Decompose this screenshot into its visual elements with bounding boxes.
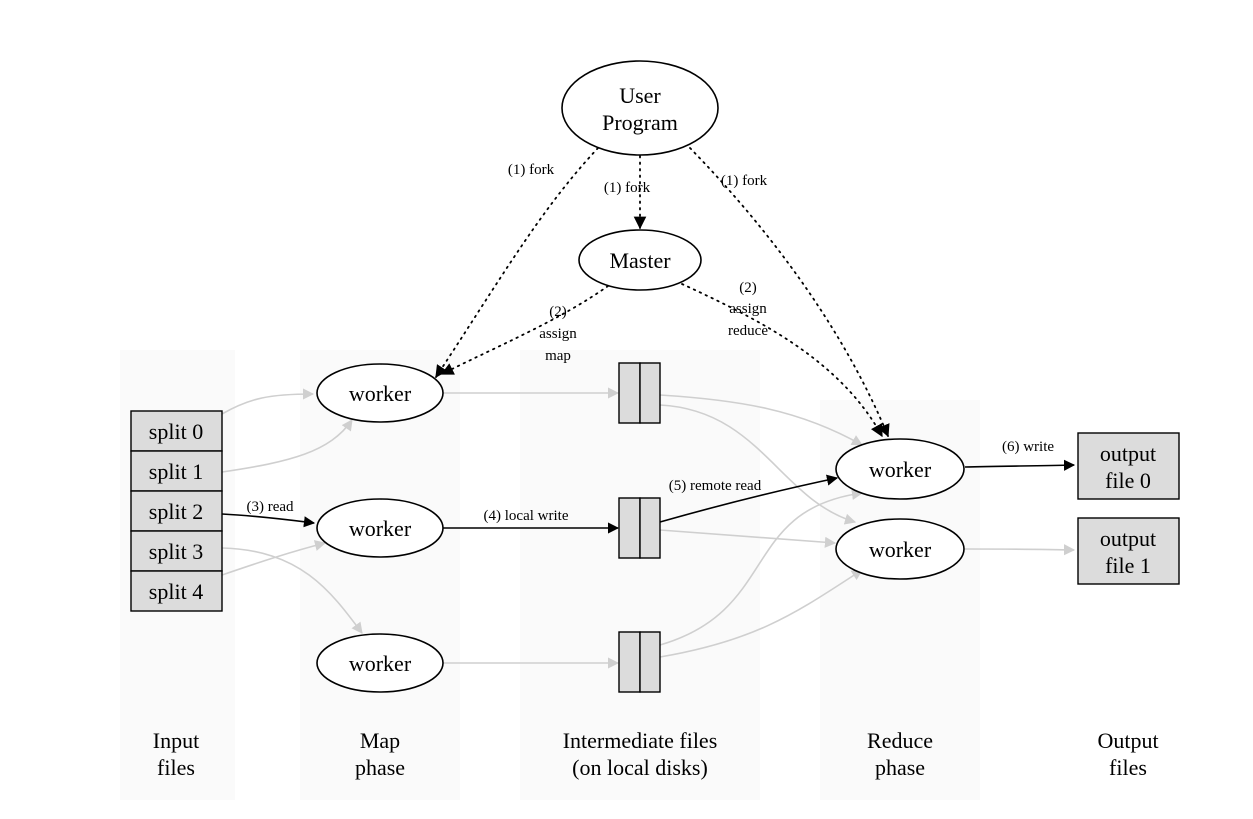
reduce-worker-0-label: worker xyxy=(869,457,932,482)
user-program-label-line2: Program xyxy=(602,110,678,135)
fork-label-right: (1) fork xyxy=(721,173,768,189)
split-2-label: split 2 xyxy=(149,499,203,524)
edge-master-assign-reduce xyxy=(681,283,883,438)
split-4-box xyxy=(130,570,223,612)
reduce-worker-1: worker xyxy=(835,518,965,580)
map-worker-2-label: worker xyxy=(349,651,412,676)
user-program-label-line1: User xyxy=(619,83,661,108)
edge-split2-read xyxy=(221,513,316,528)
master-label: Master xyxy=(609,248,671,273)
svg-text:files: files xyxy=(157,755,195,780)
write-label: (6) write xyxy=(1002,439,1054,455)
edge-remote-read xyxy=(659,474,839,523)
split-0-box xyxy=(130,410,223,452)
svg-text:map: map xyxy=(545,348,571,364)
intermediate-phase-background xyxy=(520,350,760,800)
edge-write-output-0 xyxy=(964,459,1076,471)
svg-text:Reduce: Reduce xyxy=(867,728,933,753)
fork-label-left: (1) fork xyxy=(508,162,555,178)
edge-user-program-fork-to-map-worker xyxy=(435,147,599,379)
intermediate-file-1 xyxy=(618,497,661,559)
input-splits: split 0 split 1 split 2 split 3 split 4 xyxy=(130,410,223,612)
svg-text:phase: phase xyxy=(875,755,925,780)
edge-split1-to-worker-a xyxy=(221,419,353,473)
svg-text:assign: assign xyxy=(729,301,767,317)
split-1-label: split 1 xyxy=(149,459,203,484)
edge-file-b-to-reduce-worker-1 xyxy=(659,529,837,548)
edge-split3-to-worker-c xyxy=(221,547,363,634)
map-worker-1: worker xyxy=(316,498,444,558)
edge-file-c-to-reduce-worker-0 xyxy=(659,488,864,646)
map-worker-2: worker xyxy=(316,633,444,693)
edge-file-a-to-reduce-worker-0 xyxy=(659,394,863,446)
map-phase-background xyxy=(300,350,460,800)
intermediate-file-0 xyxy=(618,362,661,424)
svg-text:(2): (2) xyxy=(549,304,567,320)
split-0-label: split 0 xyxy=(149,419,203,444)
edge-file-c-to-reduce-worker-1 xyxy=(659,569,863,658)
map-worker-0-label: worker xyxy=(349,381,412,406)
user-program-node: User Program xyxy=(561,60,719,156)
output-file-0-line1: output xyxy=(1100,441,1156,466)
local-write-label: (4) local write xyxy=(484,508,569,524)
split-4-label: split 4 xyxy=(149,579,203,604)
remote-read-label: (5) remote read xyxy=(669,478,762,494)
phase-label-output: Output files xyxy=(1097,728,1158,780)
reduce-worker-1-label: worker xyxy=(869,537,932,562)
svg-text:files: files xyxy=(1109,755,1147,780)
reduce-worker-0: worker xyxy=(835,438,965,500)
output-file-0-line2: file 0 xyxy=(1105,468,1151,493)
svg-text:assign: assign xyxy=(539,326,577,342)
map-worker-1-label: worker xyxy=(349,516,412,541)
phase-label-map: Map phase xyxy=(355,728,405,780)
svg-text:Input: Input xyxy=(153,728,199,753)
svg-text:Intermediate files: Intermediate files xyxy=(563,728,718,753)
phase-label-intermediate: Intermediate files (on local disks) xyxy=(563,728,718,780)
output-file-1: output file 1 xyxy=(1077,517,1180,585)
edge-split0-to-worker-a xyxy=(221,388,315,415)
output-file-1-line2: file 1 xyxy=(1105,553,1151,578)
split-3-label: split 3 xyxy=(149,539,203,564)
edge-master-assign-map xyxy=(440,285,609,375)
phase-label-input: Input files xyxy=(153,728,199,780)
svg-text:(2): (2) xyxy=(739,280,757,296)
svg-text:reduce: reduce xyxy=(728,323,768,339)
master-node: Master xyxy=(578,229,702,291)
svg-text:(on local disks): (on local disks) xyxy=(572,755,708,780)
read-label: (3) read xyxy=(246,499,294,515)
svg-text:Output: Output xyxy=(1097,728,1158,753)
split-3-box xyxy=(130,530,223,572)
edge-file-a-to-reduce-worker-1 xyxy=(659,404,857,525)
intermediate-file-2 xyxy=(618,631,661,693)
phase-label-reduce: Reduce phase xyxy=(867,728,933,780)
edge-reduce-worker-1-to-output-1 xyxy=(964,544,1076,556)
svg-text:phase: phase xyxy=(355,755,405,780)
fork-label-center: (1) fork xyxy=(604,180,651,196)
assign-map-label: (2) assign map xyxy=(539,304,577,364)
output-file-0: output file 0 xyxy=(1077,432,1180,500)
edge-user-program-fork-to-reduce-worker xyxy=(689,147,890,438)
assign-reduce-label: (2) assign reduce xyxy=(728,280,768,339)
map-worker-0: worker xyxy=(316,363,444,423)
split-2-box xyxy=(130,490,223,532)
svg-text:Map: Map xyxy=(360,728,400,753)
output-file-1-line1: output xyxy=(1100,526,1156,551)
